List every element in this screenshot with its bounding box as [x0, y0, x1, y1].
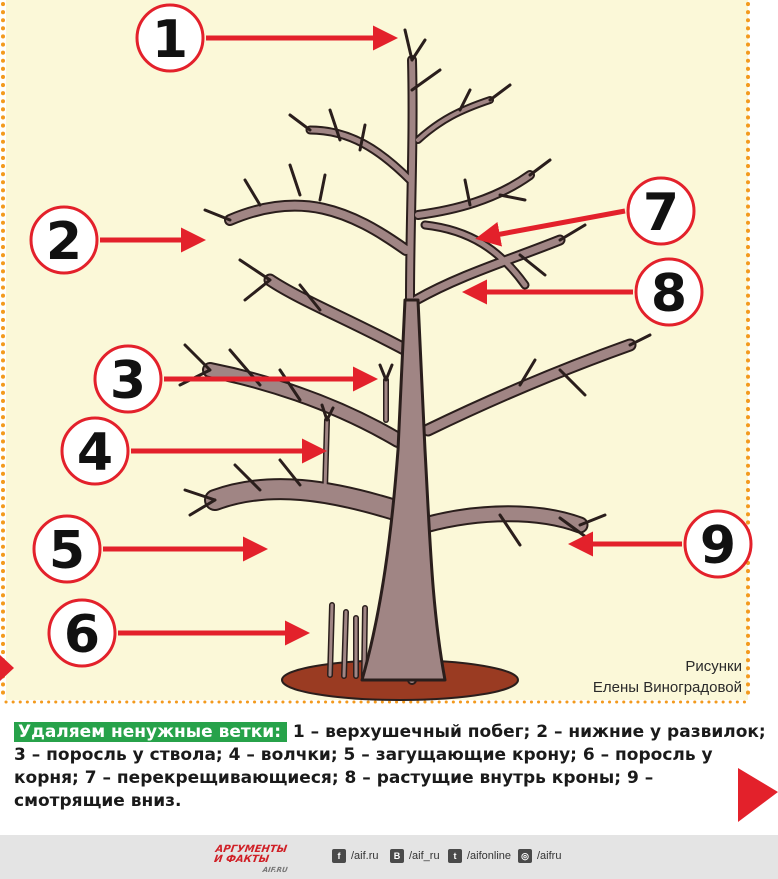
callout-circle-9	[683, 509, 753, 579]
caption-highlight: Удаляем ненужные ветки:	[14, 722, 287, 742]
callout-circle-5	[32, 514, 102, 584]
callout-circle-6	[47, 598, 117, 668]
caption-text: 1 – верхушечный побег; 2 – нижние у разв…	[14, 722, 766, 811]
callout-circle-4	[60, 416, 130, 486]
twitter-icon: t	[448, 849, 462, 863]
aif-logo[interactable]: АРГУМЕНТЫ И ФАКТЫ AIF.RU	[212, 844, 306, 875]
callout-circle-3	[93, 344, 163, 414]
callout-number-1: 1	[152, 10, 188, 70]
logo-sub: AIF.RU	[262, 866, 289, 874]
credit-line-2: Елены Виноградовой	[592, 679, 742, 696]
social-vk[interactable]: B /aif_ru	[390, 849, 440, 863]
callout-number-4: 4	[77, 423, 113, 483]
caption: Удаляем ненужные ветки: 1 – верхушечный …	[14, 721, 766, 813]
left-triangle	[0, 655, 14, 681]
social-handle: /aif.ru	[351, 850, 379, 862]
tree	[178, 28, 652, 685]
trunk	[360, 298, 447, 682]
footer: АРГУМЕНТЫ И ФАКТЫ AIF.RU f /aif.ru B /ai…	[0, 835, 778, 879]
callout-number-3: 3	[110, 351, 146, 411]
callout-number-8: 8	[651, 264, 687, 324]
facebook-icon: f	[332, 849, 346, 863]
social-handle: /aifonline	[467, 850, 512, 862]
callout-number-5: 5	[49, 521, 85, 581]
instagram-icon: ◎	[518, 849, 532, 863]
social-handle: /aifru	[537, 850, 562, 862]
callout-number-9: 9	[700, 516, 736, 576]
callout-arrow-7	[475, 208, 626, 247]
logo-line-2: И ФАКТЫ	[213, 854, 270, 865]
callout-number-6: 6	[64, 605, 100, 665]
callout-circle-7	[626, 176, 696, 246]
callout-number-2: 2	[46, 212, 82, 272]
credit-line-1: Рисунки	[685, 658, 742, 675]
social-facebook[interactable]: f /aif.ru	[332, 849, 379, 863]
social-handle: /aif_ru	[409, 850, 440, 862]
callout-circle-2	[29, 205, 99, 275]
callout-number-7: 7	[643, 183, 679, 243]
vk-icon: B	[390, 849, 404, 863]
illustration-credit: Рисунки Елены Виноградовой	[593, 656, 742, 698]
social-instagram[interactable]: ◎ /aifru	[518, 849, 561, 863]
next-arrow-icon[interactable]	[738, 768, 778, 822]
callout-circle-1	[135, 3, 205, 73]
social-twitter[interactable]: t /aifonline	[448, 849, 511, 863]
callout-circle-8	[634, 257, 704, 327]
